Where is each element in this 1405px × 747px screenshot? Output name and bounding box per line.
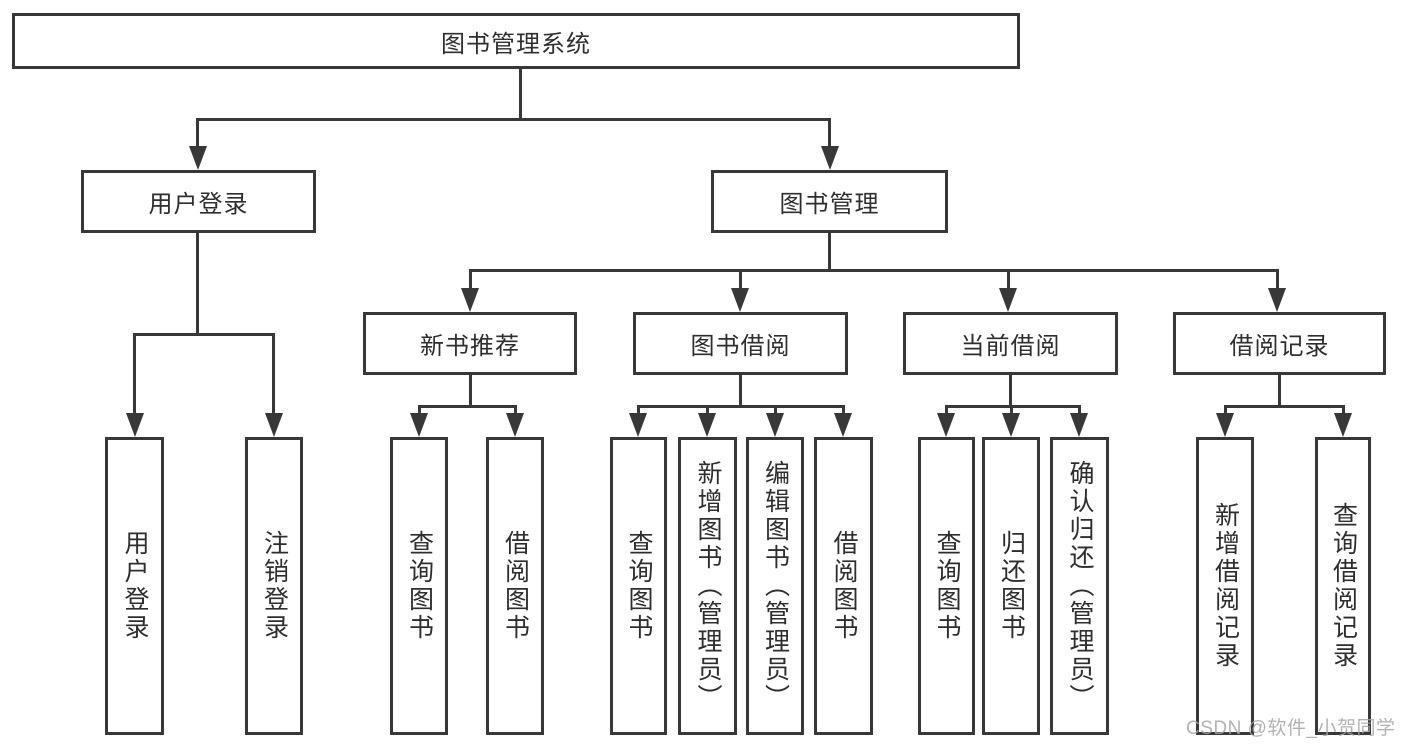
arrow-down-icon bbox=[629, 413, 647, 437]
leaf-records-query-record: 查询借阅记录 bbox=[1315, 437, 1371, 735]
connector-line bbox=[1007, 269, 1010, 291]
leaf-current-confirm-return-admin: 确认归还（管理员） bbox=[1050, 437, 1109, 735]
connector-line bbox=[774, 405, 777, 417]
connector-line bbox=[1276, 269, 1279, 291]
arrow-down-icon bbox=[1216, 413, 1234, 437]
leaf-borrow-add-books-admin: 新增图书（管理员） bbox=[678, 437, 737, 735]
connector-line bbox=[945, 405, 948, 417]
leaf-current-query-books: 查询图书 bbox=[918, 437, 975, 735]
connector-line bbox=[828, 233, 831, 271]
arrow-down-icon bbox=[1070, 413, 1088, 437]
connector-line bbox=[1224, 405, 1227, 417]
connector-line bbox=[1078, 405, 1081, 417]
node-new-book-recommend: 新书推荐 bbox=[363, 312, 577, 375]
connector-line bbox=[637, 405, 845, 408]
leaf-logout: 注销登录 bbox=[245, 437, 303, 735]
leaf-borrow-query-books: 查询图书 bbox=[610, 437, 667, 735]
connector-line bbox=[469, 269, 1279, 272]
leaf-current-return-books: 归还图书 bbox=[982, 437, 1040, 735]
arrow-down-icon bbox=[1268, 288, 1286, 312]
connector-line bbox=[1224, 405, 1343, 408]
connector-line bbox=[519, 69, 522, 120]
arrow-down-icon bbox=[999, 288, 1017, 312]
connector-line bbox=[739, 375, 742, 408]
connector-line bbox=[945, 405, 1081, 408]
arrow-down-icon bbox=[731, 288, 749, 312]
arrow-down-icon bbox=[461, 288, 479, 312]
arrow-down-icon bbox=[937, 413, 955, 437]
connector-line bbox=[133, 335, 136, 415]
arrow-down-icon bbox=[766, 413, 784, 437]
connector-line bbox=[1278, 375, 1281, 408]
arrow-down-icon bbox=[506, 413, 524, 437]
connector-line bbox=[1342, 405, 1345, 417]
connector-line bbox=[418, 405, 421, 417]
leaf-borrow-borrow-books: 借阅图书 bbox=[814, 437, 873, 735]
connector-line bbox=[1010, 405, 1013, 417]
arrow-down-icon bbox=[265, 413, 283, 437]
arrow-down-icon bbox=[410, 413, 428, 437]
leaf-records-add-record: 新增借阅记录 bbox=[1196, 437, 1254, 735]
arrow-down-icon bbox=[821, 146, 839, 170]
arrow-down-icon bbox=[698, 413, 716, 437]
node-root-library-system: 图书管理系统 bbox=[12, 13, 1020, 69]
node-book-management: 图书管理 bbox=[711, 170, 948, 233]
node-current-borrow: 当前借阅 bbox=[903, 312, 1118, 375]
leaf-user-login: 用户登录 bbox=[105, 437, 164, 735]
connector-line bbox=[197, 118, 831, 121]
connector-line bbox=[469, 375, 472, 408]
connector-line bbox=[272, 335, 275, 415]
arrow-down-icon bbox=[189, 146, 207, 170]
arrow-down-icon bbox=[126, 413, 144, 437]
arrow-down-icon bbox=[834, 413, 852, 437]
arrow-down-icon bbox=[1334, 413, 1352, 437]
connector-line bbox=[828, 118, 831, 148]
connector-line bbox=[739, 269, 742, 291]
connector-line bbox=[418, 405, 517, 408]
leaf-newbook-borrow-books: 借阅图书 bbox=[486, 437, 544, 735]
leaf-newbook-query-books: 查询图书 bbox=[390, 437, 448, 735]
csdn-watermark: CSDN @软件_小贺同学 bbox=[1186, 718, 1396, 739]
connector-line bbox=[196, 118, 199, 148]
node-user-login: 用户登录 bbox=[81, 170, 316, 233]
node-book-borrow: 图书借阅 bbox=[633, 312, 848, 375]
node-borrow-records: 借阅记录 bbox=[1173, 312, 1386, 375]
connector-line bbox=[196, 233, 199, 335]
connector-line bbox=[1009, 375, 1012, 408]
leaf-borrow-edit-books-admin: 编辑图书（管理员） bbox=[746, 437, 804, 735]
arrow-down-icon bbox=[1002, 413, 1020, 437]
connector-line bbox=[133, 333, 275, 336]
connector-line bbox=[514, 405, 517, 417]
connector-line bbox=[469, 269, 472, 291]
connector-line bbox=[706, 405, 709, 417]
connector-line bbox=[842, 405, 845, 417]
connector-line bbox=[637, 405, 640, 417]
